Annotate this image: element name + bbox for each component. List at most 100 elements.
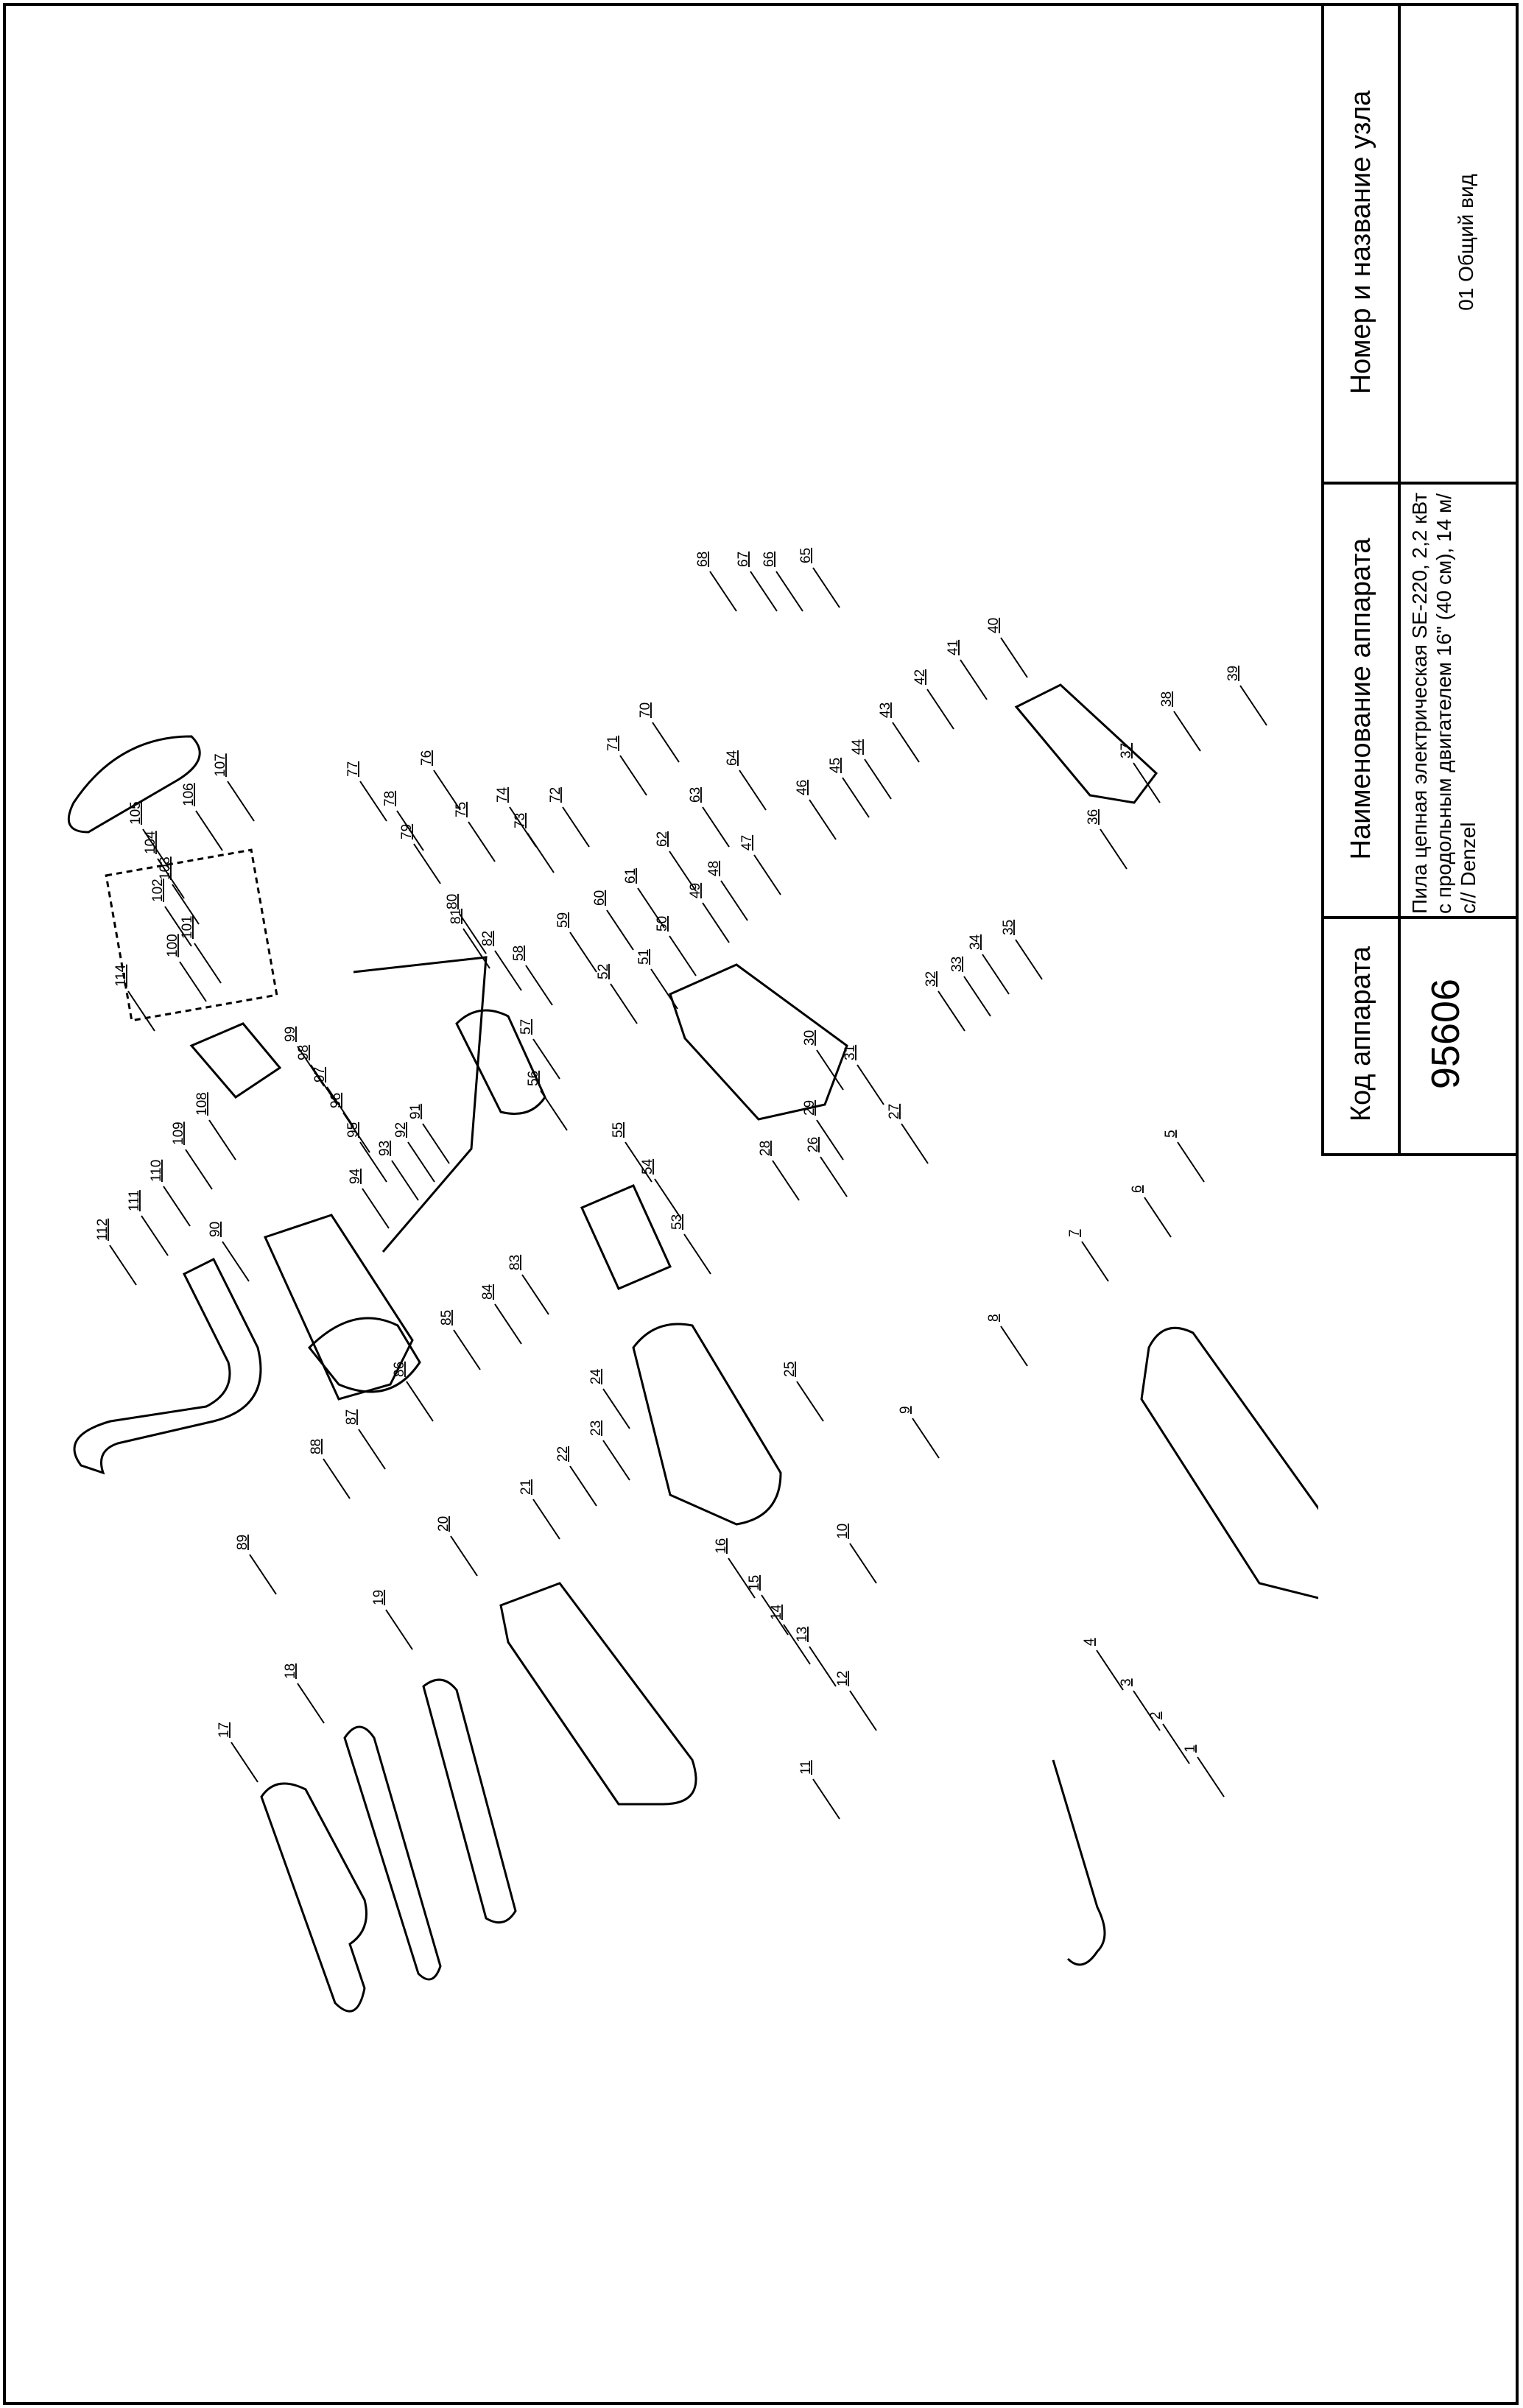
leader-line-99 xyxy=(297,1046,325,1087)
callout-18: 18 xyxy=(283,1664,298,1679)
callout-111: 111 xyxy=(127,1190,142,1211)
leader-line-109 xyxy=(185,1149,213,1190)
leader-line-21 xyxy=(532,1499,560,1540)
leader-line-16 xyxy=(728,1557,756,1599)
callout-112: 112 xyxy=(95,1219,110,1241)
callout-59: 59 xyxy=(555,912,571,928)
code-header: Код аппарата xyxy=(1345,946,1376,1122)
detail-box-114 xyxy=(105,848,278,1022)
handle-106-shape xyxy=(67,735,201,834)
callout-88: 88 xyxy=(309,1439,324,1454)
leader-line-48 xyxy=(720,880,748,921)
callout-62: 62 xyxy=(655,831,670,847)
title-block: Номер и название узла 01 Общий вид Наиме… xyxy=(1321,3,1519,1156)
callout-26: 26 xyxy=(806,1137,821,1152)
title-block-row-line xyxy=(1324,916,1519,919)
callout-13: 13 xyxy=(795,1627,810,1642)
leader-line-11 xyxy=(812,1778,840,1820)
callout-84: 84 xyxy=(480,1284,496,1300)
callout-52: 52 xyxy=(596,964,611,979)
chain-shape xyxy=(343,1725,442,1981)
leader-line-20 xyxy=(450,1535,478,1577)
drawing-sheet-border xyxy=(3,3,1519,2405)
callout-50: 50 xyxy=(655,916,670,932)
callout-12: 12 xyxy=(835,1671,851,1686)
leader-line-62 xyxy=(669,851,697,892)
leader-line-3 xyxy=(1133,1690,1161,1731)
leader-line-41 xyxy=(960,659,988,700)
part-shapes xyxy=(67,683,1318,2013)
callout-9: 9 xyxy=(898,1406,913,1414)
leader-line-7 xyxy=(1081,1241,1109,1282)
callout-51: 51 xyxy=(636,949,652,965)
leader-line-72 xyxy=(562,806,590,848)
callout-23: 23 xyxy=(588,1420,604,1436)
leader-line-44 xyxy=(864,758,892,800)
leader-line-84 xyxy=(494,1303,522,1345)
leader-line-82 xyxy=(494,950,522,991)
leader-line-103 xyxy=(172,884,200,925)
code-value: 95606 xyxy=(1424,978,1468,1090)
callout-101: 101 xyxy=(180,915,195,939)
callout-19: 19 xyxy=(371,1590,387,1605)
leader-line-67 xyxy=(750,571,778,612)
leader-line-111 xyxy=(141,1215,169,1256)
leader-line-14 xyxy=(783,1624,811,1665)
leader-line-112 xyxy=(109,1245,137,1286)
leader-line-57 xyxy=(532,1038,560,1080)
switch-block-shape xyxy=(189,1022,282,1099)
callout-108: 108 xyxy=(194,1092,210,1116)
leader-line-94 xyxy=(362,1188,390,1229)
callout-17: 17 xyxy=(217,1722,232,1738)
callout-93: 93 xyxy=(377,1141,393,1156)
callout-64: 64 xyxy=(725,750,740,766)
leader-line-87 xyxy=(358,1429,386,1470)
leader-line-52 xyxy=(610,983,638,1024)
leader-line-60 xyxy=(606,909,634,951)
rear-handle-shape xyxy=(1140,1326,1318,1599)
leader-line-2 xyxy=(1162,1723,1190,1764)
callout-44: 44 xyxy=(850,739,865,755)
leader-line-19 xyxy=(385,1609,413,1650)
callout-2: 2 xyxy=(1148,1711,1164,1719)
callout-72: 72 xyxy=(548,787,563,803)
leader-line-23 xyxy=(602,1440,630,1481)
leader-line-68 xyxy=(709,571,737,612)
callout-8: 8 xyxy=(986,1314,1002,1322)
callout-89: 89 xyxy=(235,1535,250,1550)
leader-line-70 xyxy=(652,722,680,763)
leader-line-39 xyxy=(1239,685,1267,726)
callout-103: 103 xyxy=(158,856,173,880)
callout-57: 57 xyxy=(518,1019,534,1035)
housing-shape xyxy=(263,1214,414,1401)
callout-82: 82 xyxy=(480,931,496,946)
leader-line-92 xyxy=(407,1141,435,1183)
leader-line-102 xyxy=(164,906,192,947)
callout-4: 4 xyxy=(1082,1638,1097,1646)
callout-114: 114 xyxy=(113,964,129,987)
leader-line-65 xyxy=(812,567,840,608)
callout-92: 92 xyxy=(393,1122,409,1138)
leader-line-45 xyxy=(842,777,870,818)
leader-line-104 xyxy=(157,858,185,899)
callout-77: 77 xyxy=(345,761,361,777)
cover-36-shape xyxy=(1014,683,1158,804)
leader-line-5 xyxy=(1177,1141,1205,1183)
callout-31: 31 xyxy=(843,1045,858,1060)
callout-68: 68 xyxy=(695,552,711,567)
stator-shape xyxy=(580,1184,672,1290)
callout-106: 106 xyxy=(181,783,197,806)
callout-87: 87 xyxy=(344,1409,359,1425)
leader-line-24 xyxy=(602,1388,630,1429)
bar-cover-shape xyxy=(422,1678,517,1924)
callout-5: 5 xyxy=(1163,1130,1178,1138)
callout-71: 71 xyxy=(605,736,621,751)
leader-line-37 xyxy=(1133,762,1161,803)
leader-line-101 xyxy=(194,943,222,984)
leader-line-77 xyxy=(359,781,387,822)
leader-line-74 xyxy=(509,806,537,848)
armature-shape xyxy=(455,1009,546,1115)
callout-22: 22 xyxy=(555,1446,571,1462)
leader-line-91 xyxy=(422,1123,450,1164)
leader-line-89 xyxy=(249,1554,277,1595)
